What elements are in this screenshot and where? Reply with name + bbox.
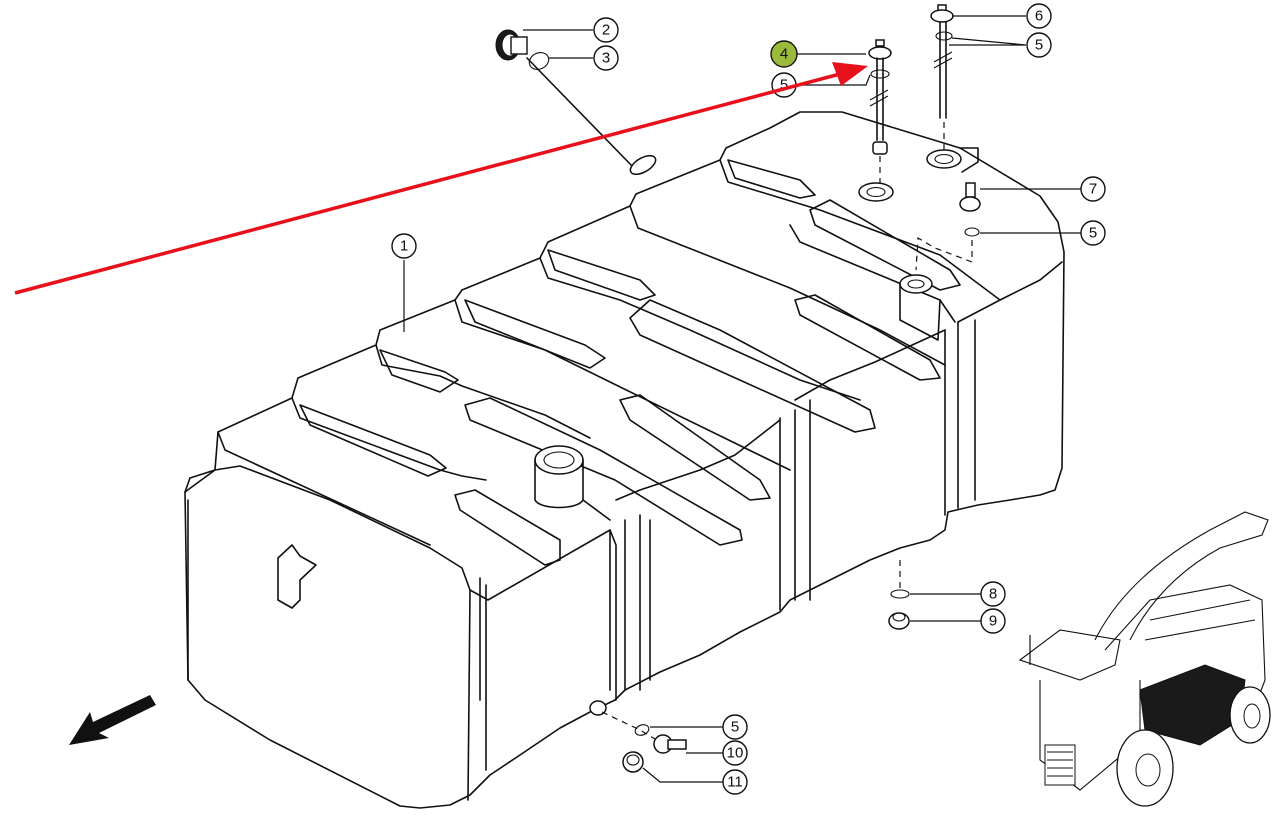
level-sensor-6	[930, 4, 954, 152]
fuel-tank	[184, 111, 1065, 809]
callout-label: 2	[602, 22, 610, 39]
callout-label: 6	[1035, 8, 1043, 25]
callout-10[interactable]: 10	[722, 740, 748, 766]
callout-label: 5	[1035, 37, 1043, 54]
level-sensor-4	[868, 39, 892, 185]
callout-label: 4	[780, 46, 788, 63]
fitting-7	[915, 182, 981, 271]
callout-5[interactable]: 5	[1026, 32, 1052, 58]
callout-3[interactable]: 3	[593, 45, 619, 71]
callout-label: 7	[1089, 181, 1097, 198]
callout-11[interactable]: 11	[722, 769, 748, 795]
callout-7[interactable]: 7	[1080, 176, 1106, 202]
red-annotation-arrow	[14, 62, 868, 295]
callout-label: 10	[727, 745, 744, 762]
callout-4-highlighted[interactable]: 4	[770, 40, 798, 68]
callout-8[interactable]: 8	[980, 581, 1006, 607]
filler-cap	[495, 29, 657, 176]
machine-location-inset	[1018, 511, 1271, 807]
callout-9[interactable]: 9	[980, 608, 1006, 634]
callout-label: 3	[602, 50, 610, 67]
drain-parts	[601, 711, 687, 773]
o-ring	[528, 52, 550, 70]
callout-5[interactable]: 5	[1080, 220, 1106, 246]
callout-label: 5	[1089, 225, 1097, 242]
callout-5[interactable]: 5	[722, 714, 748, 740]
forward-direction-arrow	[69, 695, 156, 745]
leader-lines	[403, 15, 1081, 783]
callout-label: 9	[989, 613, 997, 630]
callout-label: 5	[731, 719, 739, 736]
callout-label: 11	[727, 774, 743, 791]
callout-label: 5	[780, 77, 788, 94]
callout-6[interactable]: 6	[1026, 3, 1052, 29]
drain-plug-9	[888, 560, 910, 630]
callout-1[interactable]: 1	[391, 233, 417, 259]
callout-2[interactable]: 2	[593, 17, 619, 43]
callout-label: 8	[989, 586, 997, 603]
callout-label: 1	[400, 238, 408, 255]
